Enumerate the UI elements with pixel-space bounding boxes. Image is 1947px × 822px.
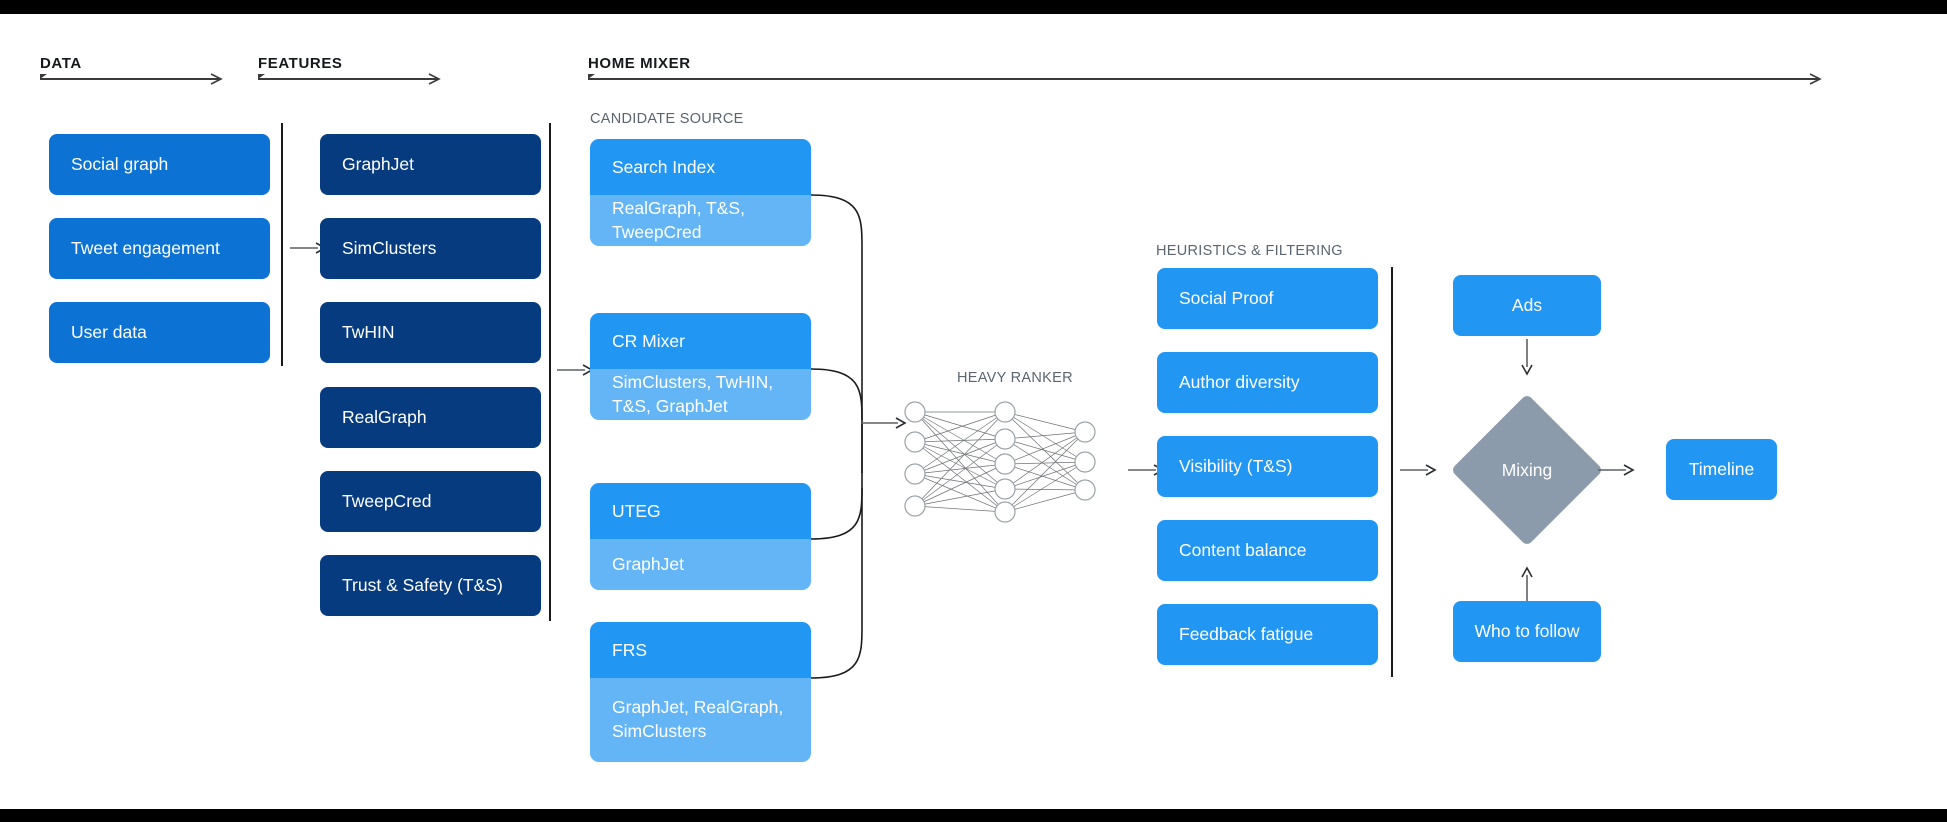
sub-label-heavy-ranker: HEAVY RANKER xyxy=(957,370,1073,386)
feature-box-tweepcred[interactable]: TweepCred xyxy=(320,471,541,532)
box-label: Social graph xyxy=(71,154,169,174)
mixing-input-box-ads[interactable]: Ads xyxy=(1453,275,1601,336)
axis-start-cap-icon xyxy=(258,73,265,84)
data-box-social-graph[interactable]: Social graph xyxy=(49,134,270,195)
axis-line xyxy=(258,78,439,80)
sub-label-heuristics: HEURISTICS & FILTERING xyxy=(1156,243,1343,259)
axis-home-mixer xyxy=(588,72,1822,86)
box-label: Feedback fatigue xyxy=(1179,624,1314,644)
axis-start-cap-icon xyxy=(588,73,595,84)
arrow-heuristics-to-mixing-icon xyxy=(1400,464,1437,476)
candidate-source-card-frs[interactable]: FRS GraphJet, RealGraph, SimClusters xyxy=(590,622,811,762)
arrow-mixing-to-timeline-icon xyxy=(1598,464,1635,476)
divider-data-column xyxy=(281,123,283,366)
arrow-ads-to-mixing-icon xyxy=(1521,339,1533,376)
mixing-diamond-label: Mixing xyxy=(1501,459,1553,480)
connector-candidates-to-ranker-icon xyxy=(810,194,907,679)
candidate-source-card-cr-mixer[interactable]: CR Mixer SimClusters, TwHIN, T&S, GraphJ… xyxy=(590,313,811,420)
axis-start-cap-icon xyxy=(40,73,47,84)
section-label-features: FEATURES xyxy=(258,55,343,72)
axis-arrowhead-icon xyxy=(1809,72,1822,85)
candidate-source-features: GraphJet xyxy=(590,539,811,590)
box-label: Who to follow xyxy=(1474,621,1580,641)
heuristic-box-author-diversity[interactable]: Author diversity xyxy=(1157,352,1378,413)
heuristic-box-content-balance[interactable]: Content balance xyxy=(1157,520,1378,581)
feature-box-trust-safety[interactable]: Trust & Safety (T&S) xyxy=(320,555,541,616)
box-label: Timeline xyxy=(1688,459,1755,479)
candidate-source-card-uteg[interactable]: UTEG GraphJet xyxy=(590,483,811,590)
heuristic-box-visibility[interactable]: Visibility (T&S) xyxy=(1157,436,1378,497)
candidate-source-name: Search Index xyxy=(590,139,811,195)
axis-line xyxy=(588,78,1820,80)
axis-features xyxy=(258,72,441,86)
mixing-input-box-who-to-follow[interactable]: Who to follow xyxy=(1453,601,1601,662)
axis-arrowhead-icon xyxy=(428,72,441,85)
divider-features-column xyxy=(549,123,551,621)
box-label: TweepCred xyxy=(342,491,432,511)
box-label: TwHIN xyxy=(342,322,395,342)
box-label: Author diversity xyxy=(1179,372,1300,392)
data-box-tweet-engagement[interactable]: Tweet engagement xyxy=(49,218,270,279)
candidate-source-features: SimClusters, TwHIN, T&S, GraphJet xyxy=(590,369,811,420)
candidate-source-name: FRS xyxy=(590,622,811,678)
heuristic-box-social-proof[interactable]: Social Proof xyxy=(1157,268,1378,329)
axis-arrowhead-icon xyxy=(210,72,223,85)
candidate-source-features: RealGraph, T&S, TweepCred xyxy=(590,195,811,246)
feature-box-realgraph[interactable]: RealGraph xyxy=(320,387,541,448)
box-label: Content balance xyxy=(1179,540,1307,560)
axis-line xyxy=(40,78,221,80)
candidate-source-name: UTEG xyxy=(590,483,811,539)
box-label: Ads xyxy=(1511,295,1543,315)
feature-box-simclusters[interactable]: SimClusters xyxy=(320,218,541,279)
heuristic-box-feedback-fatigue[interactable]: Feedback fatigue xyxy=(1157,604,1378,665)
box-label: Tweet engagement xyxy=(71,238,220,258)
divider-heuristics-column xyxy=(1391,267,1393,677)
heavy-ranker-neural-network-icon xyxy=(904,401,1096,523)
box-label: RealGraph xyxy=(342,407,427,427)
section-label-data: DATA xyxy=(40,55,82,72)
output-box-timeline[interactable]: Timeline xyxy=(1666,439,1777,500)
box-label: User data xyxy=(71,322,147,342)
feature-box-twhin[interactable]: TwHIN xyxy=(320,302,541,363)
box-label: Trust & Safety (T&S) xyxy=(342,575,503,595)
section-label-home-mixer: HOME MIXER xyxy=(588,55,691,72)
box-label: Social Proof xyxy=(1179,288,1274,308)
box-label: SimClusters xyxy=(342,238,437,258)
feature-box-graphjet[interactable]: GraphJet xyxy=(320,134,541,195)
arrow-who-to-follow-to-mixing-icon xyxy=(1521,566,1533,603)
diagram-canvas: DATA FEATURES HOME MIXER CANDIDATE SOURC… xyxy=(0,14,1947,809)
candidate-source-name: CR Mixer xyxy=(590,313,811,369)
sub-label-candidate-source: CANDIDATE SOURCE xyxy=(590,111,744,127)
box-label: GraphJet xyxy=(342,154,414,174)
candidate-source-features: GraphJet, RealGraph, SimClusters xyxy=(590,678,811,762)
box-label: Visibility (T&S) xyxy=(1179,456,1293,476)
axis-data xyxy=(40,72,223,86)
data-box-user-data[interactable]: User data xyxy=(49,302,270,363)
candidate-source-card-search-index[interactable]: Search Index RealGraph, T&S, TweepCred xyxy=(590,139,811,246)
